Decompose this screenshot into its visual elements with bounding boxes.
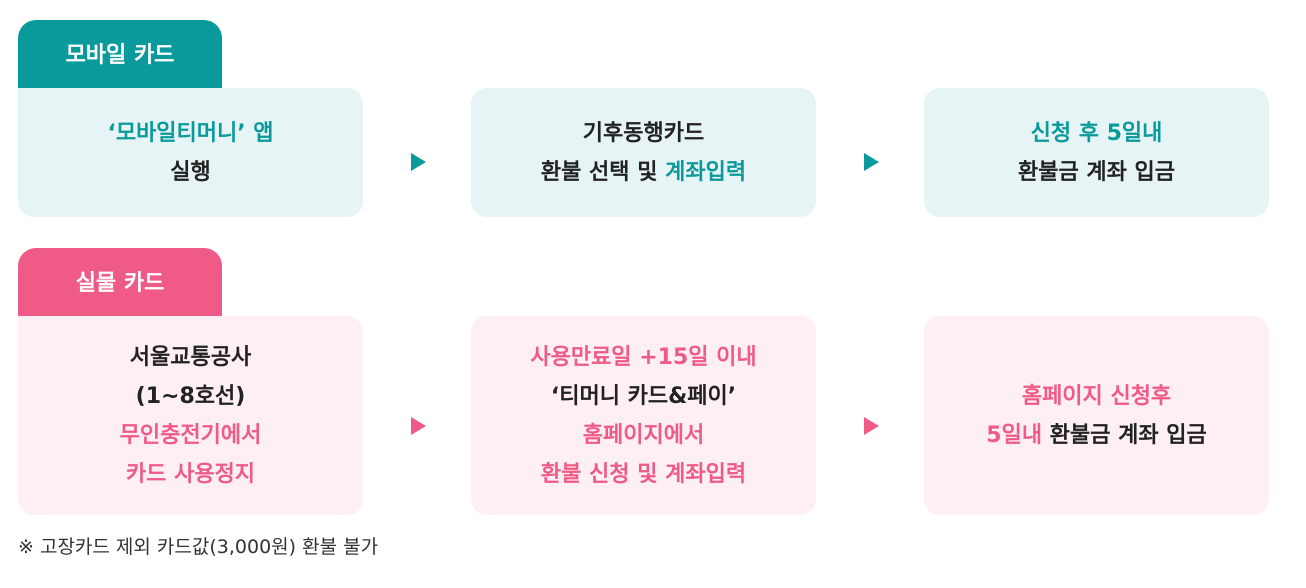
- arrow-right-icon: [411, 153, 426, 171]
- mobile-step-3: 신청 후 5일내 환불금 계좌 입금: [924, 88, 1269, 217]
- tab-mobile-card: 모바일 카드: [18, 20, 222, 88]
- arrow-right-icon: [864, 417, 879, 435]
- physical-step-2-line4: 환불 신청 및 계좌입력: [540, 461, 747, 487]
- arrow-right-icon: [411, 417, 426, 435]
- physical-step-3-line2: 5일내 환불금 계좌 입금: [986, 416, 1206, 455]
- mobile-step-2-line2: 환불 선택 및 계좌입력: [541, 153, 746, 192]
- physical-step-1-line1: 서울교통공사: [129, 344, 252, 370]
- tab-mobile-card-label: 모바일 카드: [65, 43, 175, 68]
- mobile-step-1-line1: ‘모바일티머니’ 앱: [107, 120, 274, 146]
- tab-physical-card-label: 실물 카드: [75, 271, 165, 296]
- physical-step-2-line1: 사용만료일 +15일 이내: [530, 344, 757, 370]
- physical-step-2-line3: 홈페이지에서: [582, 422, 705, 448]
- physical-step-2-line2: ‘티머니 카드&페이’: [550, 383, 737, 409]
- physical-step-3-line2-text: 환불금 계좌 입금: [1042, 422, 1207, 448]
- physical-step-3-line2-highlight: 5일내: [986, 422, 1043, 448]
- mobile-step-2-line2-text: 환불 선택 및: [540, 159, 666, 185]
- physical-step-3: 홈페이지 신청후 5일내 환불금 계좌 입금: [924, 316, 1269, 515]
- mobile-step-1: ‘모바일티머니’ 앱 실행: [18, 88, 363, 217]
- mobile-step-3-line2: 환불금 계좌 입금: [1018, 159, 1175, 185]
- mobile-step-3-line1: 신청 후 5일내: [1030, 120, 1163, 146]
- physical-step-1: 서울교통공사 (1~8호선) 무인충전기에서 카드 사용정지: [18, 316, 363, 515]
- mobile-step-2-line1: 기후동행카드: [582, 120, 705, 146]
- footnote: ※ 고장카드 제외 카드값(3,000원) 환불 불가: [18, 536, 379, 558]
- physical-step-2: 사용만료일 +15일 이내 ‘티머니 카드&페이’ 홈페이지에서 환불 신청 및…: [471, 316, 816, 515]
- physical-step-1-line3: 무인충전기에서: [119, 422, 262, 448]
- physical-step-3-line1: 홈페이지 신청후: [1021, 383, 1172, 409]
- physical-step-1-line4: 카드 사용정지: [125, 461, 256, 487]
- physical-step-1-line2: (1~8호선): [135, 383, 246, 409]
- arrow-right-icon: [864, 153, 879, 171]
- mobile-step-2-line2-highlight: 계좌입력: [665, 159, 747, 185]
- tab-physical-card: 실물 카드: [18, 248, 222, 316]
- mobile-step-2: 기후동행카드 환불 선택 및 계좌입력: [471, 88, 816, 217]
- mobile-step-1-line2: 실행: [170, 159, 211, 185]
